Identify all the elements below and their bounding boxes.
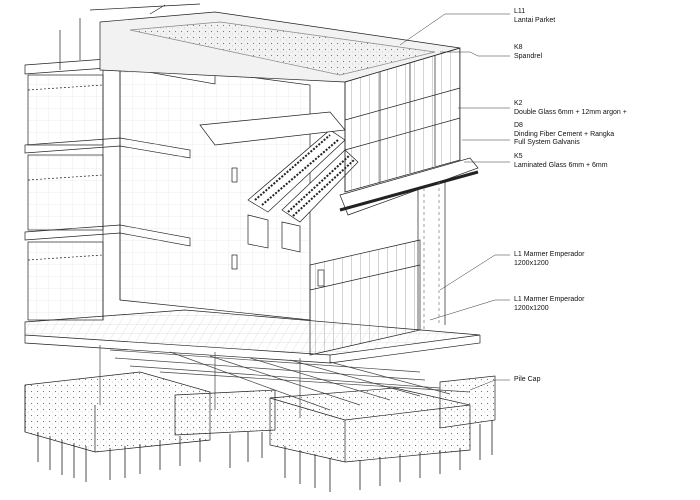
ground-slab xyxy=(24,309,481,364)
annotation-l11: L11 Lantai Parket xyxy=(514,8,556,24)
escalators xyxy=(199,111,359,253)
basement-beams xyxy=(99,345,471,418)
annotation-k8: K8 Spandrel xyxy=(514,44,543,60)
annotation-k5: K5 Laminated Glass 6mm + 6mm xyxy=(514,153,608,169)
left-facade xyxy=(27,18,104,321)
right-columns xyxy=(231,167,446,330)
roof-slab xyxy=(89,3,461,83)
annotation-l1-marmer-a: L1 Marmer Emperador 1200x1200 xyxy=(514,251,585,267)
annotation-pile-cap: Pile Cap xyxy=(514,376,541,383)
lobby-glazing xyxy=(309,239,421,356)
curtain-wall xyxy=(339,47,479,216)
annotation-l1-marmer-b: L1 Marmer Emperador 1200x1200 xyxy=(514,296,585,312)
leader-lines xyxy=(399,13,510,391)
annotation-d8: D8 Dinding Fiber Cement + Rangka Full Sy… xyxy=(514,122,615,146)
annotation-k2: K2 Double Glass 6mm + 12mm argon + xyxy=(514,100,627,116)
pile-cap-block xyxy=(24,371,496,463)
piles xyxy=(37,420,493,492)
